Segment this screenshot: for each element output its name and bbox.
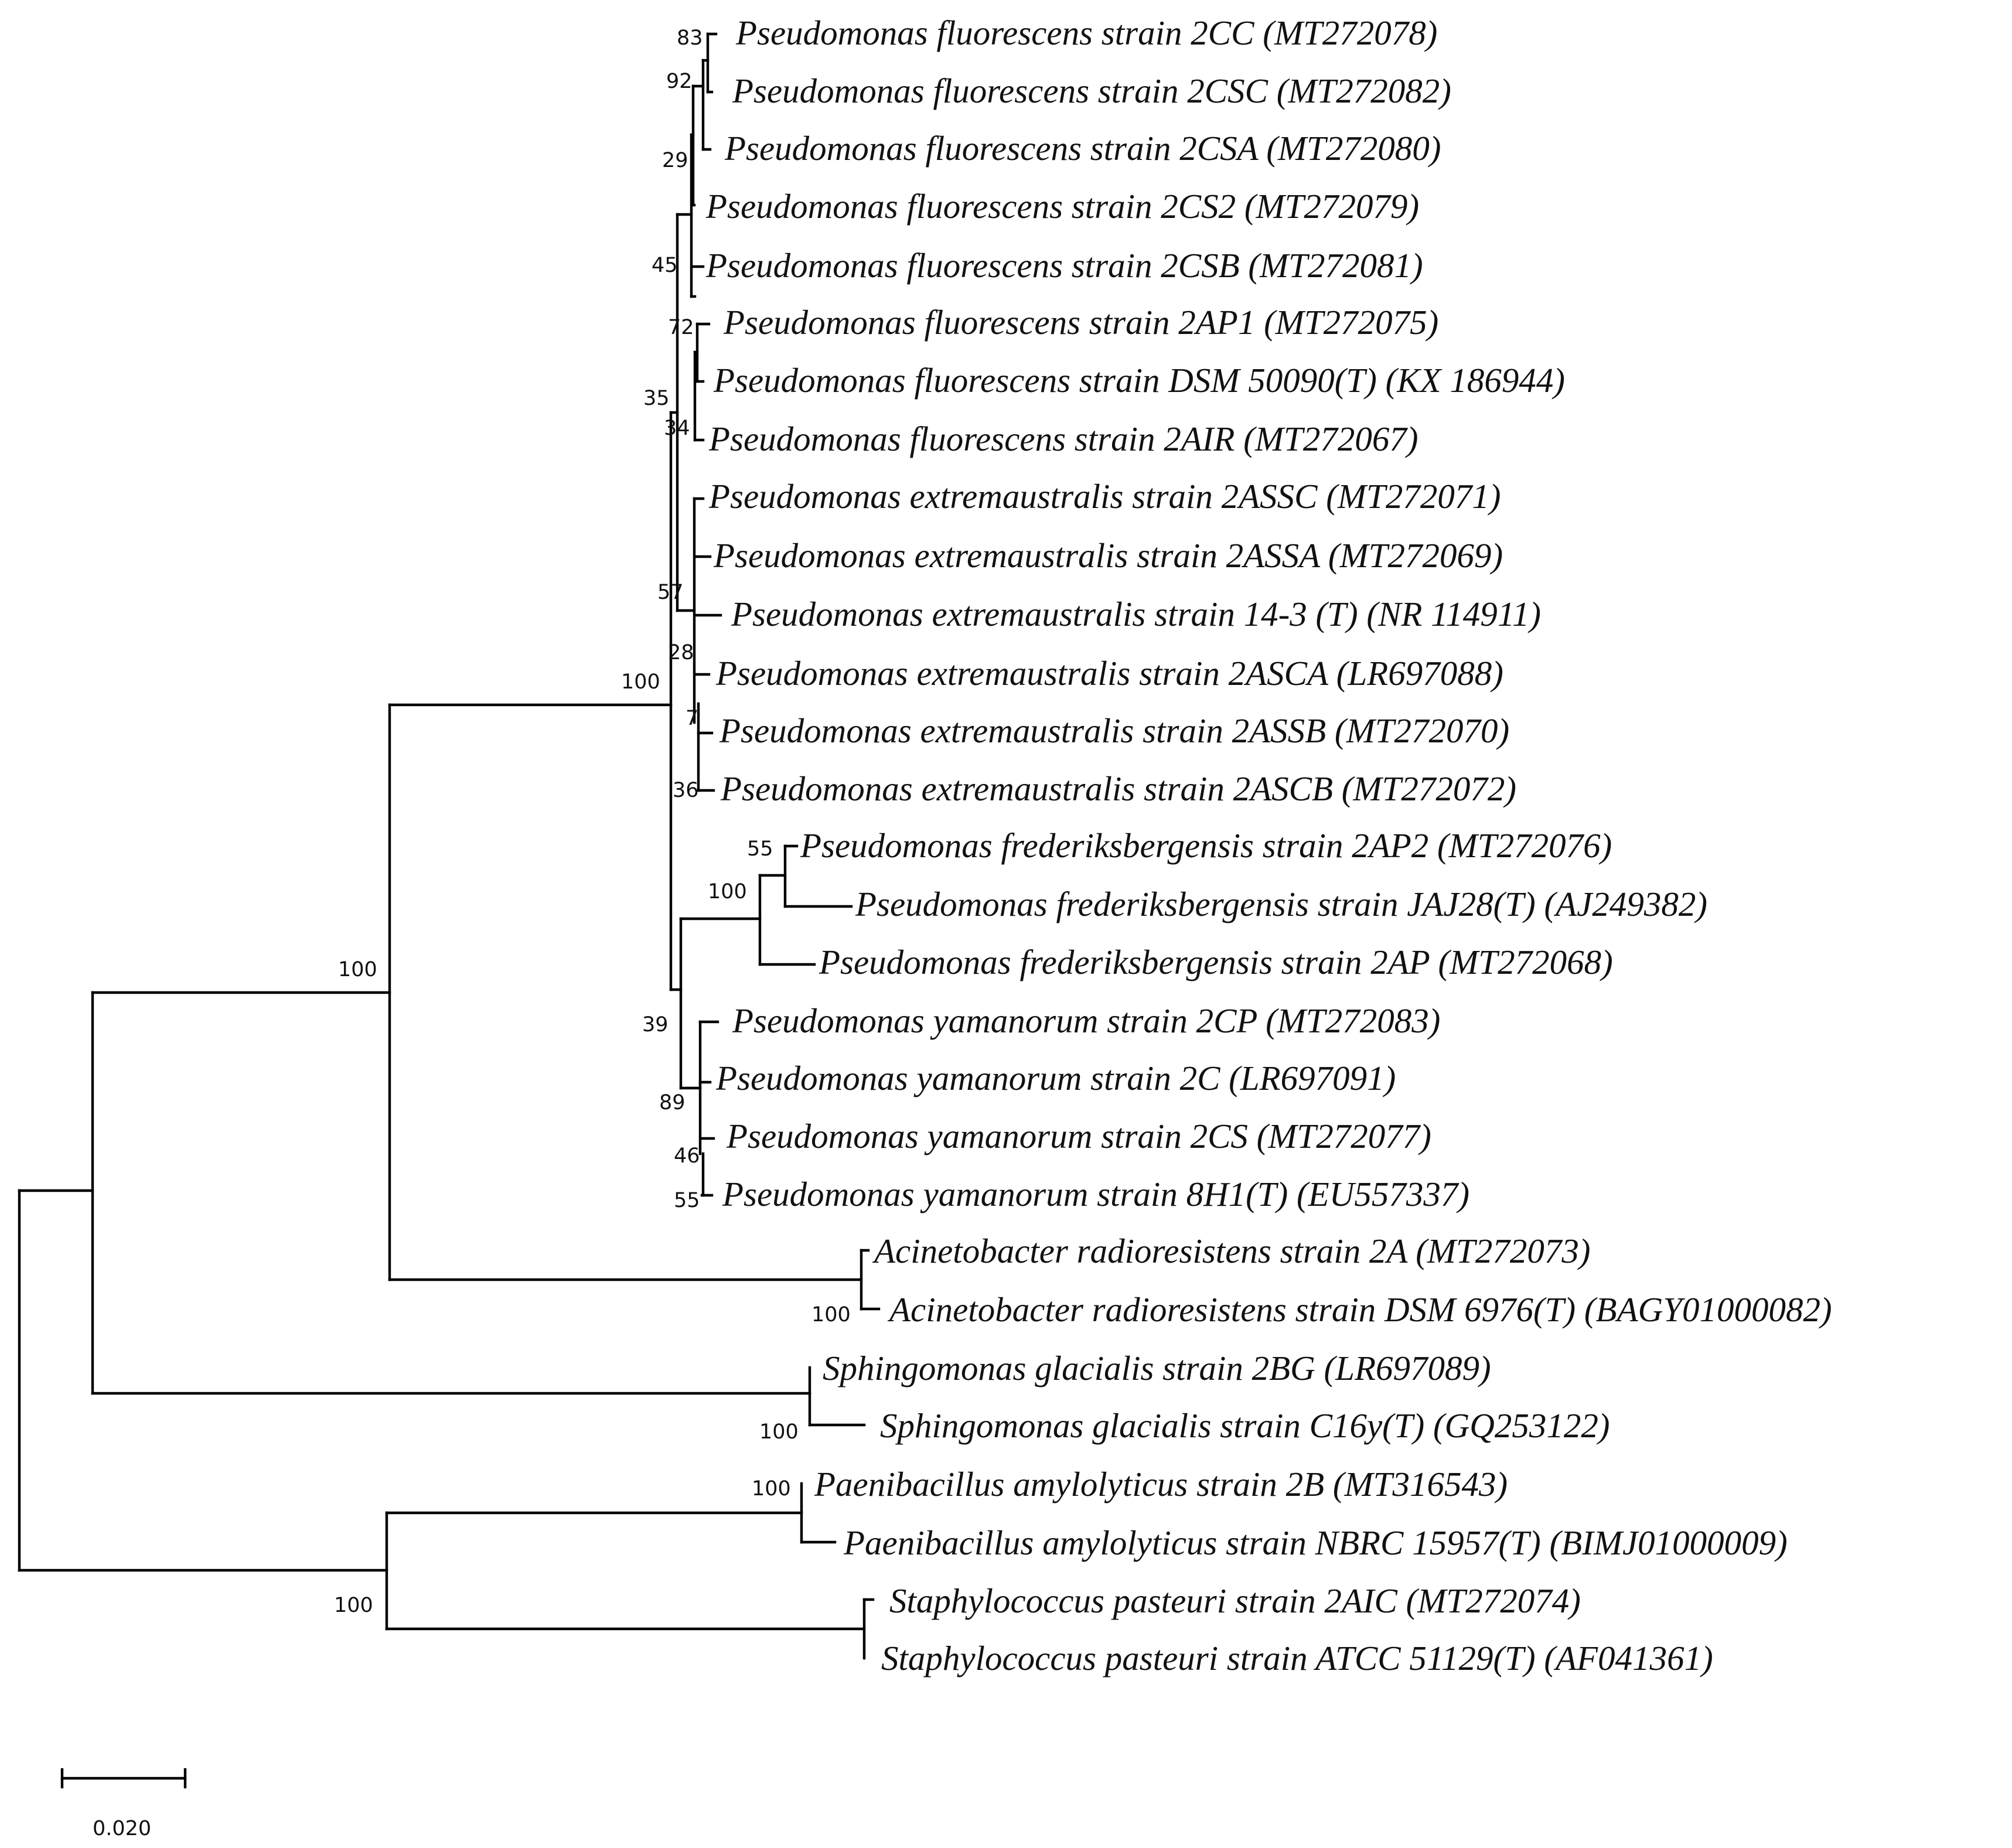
taxon-label: Pseudomonas fluorescens strain 2AIR (MT2… <box>708 420 1418 458</box>
taxon-label: Pseudomonas fluorescens strain 2CSB (MT2… <box>705 246 1423 285</box>
taxon-label: Pseudomonas fluorescens strain 2AP1 (MT2… <box>723 303 1438 342</box>
bootstrap-value: 39 <box>642 1013 669 1036</box>
taxon-label: Pseudomonas extremaustralis strain 2ASCB… <box>720 769 1516 808</box>
bootstrap-value: 100 <box>708 880 747 903</box>
bootstrap-value: 100 <box>621 670 660 694</box>
bootstrap-value: 57 <box>657 581 684 604</box>
taxon-label: Pseudomonas fluorescens strain 2CS2 (MT2… <box>705 187 1419 226</box>
tree-branches <box>18 32 881 1660</box>
taxon-label: Pseudomonas extremaustralis strain 14-3 … <box>731 595 1541 633</box>
taxon-label: Pseudomonas fluorescens strain 2CC (MT27… <box>735 13 1437 52</box>
taxon-label: Acinetobacter radioresistens strain DSM … <box>887 1290 1832 1329</box>
bootstrap-value: 36 <box>673 779 699 802</box>
taxon-label: Pseudomonas yamanorum strain 2C (LR69709… <box>715 1059 1396 1097</box>
taxon-label: Acinetobacter radioresistens strain 2A (… <box>872 1232 1591 1270</box>
taxon-label: Pseudomonas frederiksbergensis strain 2A… <box>800 826 1612 865</box>
bootstrap-value: 89 <box>659 1091 686 1114</box>
bootstrap-value: 29 <box>662 149 688 172</box>
taxon-label: Staphylococcus pasteuri strain ATCC 5112… <box>881 1639 1713 1677</box>
taxon-label: Pseudomonas yamanorum strain 8H1(T) (EU5… <box>722 1175 1469 1213</box>
bootstrap-value: 7 <box>686 707 698 730</box>
bootstrap-value: 34 <box>664 417 690 440</box>
taxon-label: Pseudomonas extremaustralis strain 2ASSB… <box>719 711 1509 750</box>
taxon-label: Pseudomonas yamanorum strain 2CP (MT2720… <box>732 1001 1440 1040</box>
taxon-label: Pseudomonas fluorescens strain 2CSC (MT2… <box>732 71 1451 110</box>
taxon-label: Sphingomonas glacialis strain C16y(T) (G… <box>880 1406 1610 1445</box>
bootstrap-value: 72 <box>668 316 694 339</box>
bootstrap-value: 46 <box>674 1144 700 1168</box>
taxon-label: Paenibacillus amylolyticus strain NBRC 1… <box>843 1523 1788 1562</box>
bootstrap-value: 28 <box>668 641 694 664</box>
taxon-label: Pseudomonas frederiksbergensis strain 2A… <box>819 943 1613 981</box>
bootstrap-value: 100 <box>338 958 377 981</box>
taxon-label: Pseudomonas yamanorum strain 2CS (MT2720… <box>726 1117 1431 1155</box>
taxon-label: Pseudomonas fluorescens strain 2CSA (MT2… <box>724 129 1441 168</box>
taxon-label: Pseudomonas extremaustralis strain 2ASCA… <box>715 654 1503 693</box>
bootstrap-value: 100 <box>759 1420 799 1444</box>
taxon-label: Staphylococcus pasteuri strain 2AIC (MT2… <box>889 1581 1581 1620</box>
taxon-label: Pseudomonas frederiksbergensis strain JA… <box>855 885 1707 923</box>
taxon-labels: Pseudomonas fluorescens strain 2CC (MT27… <box>705 13 1832 1677</box>
taxon-label: Pseudomonas extremaustralis strain 2ASSA… <box>713 536 1503 575</box>
scale-bar-label: 0.020 <box>93 1817 151 1840</box>
bootstrap-value: 35 <box>643 387 670 410</box>
bootstrap-value: 45 <box>652 254 678 277</box>
bootstrap-value: 55 <box>747 837 773 861</box>
bootstrap-value: 100 <box>334 1594 373 1617</box>
taxon-label: Pseudomonas extremaustralis strain 2ASSC… <box>708 477 1501 516</box>
bootstrap-value: 100 <box>752 1477 791 1501</box>
bootstrap-value: 83 <box>677 26 703 50</box>
scale-bar: 0.020 <box>60 1768 187 1840</box>
bootstrap-value: 92 <box>666 70 693 93</box>
bootstrap-value: 100 <box>811 1303 851 1327</box>
bootstrap-value: 55 <box>674 1189 700 1212</box>
taxon-label: Paenibacillus amylolyticus strain 2B (MT… <box>814 1465 1508 1503</box>
taxon-label: Pseudomonas fluorescens strain DSM 50090… <box>713 361 1565 400</box>
taxon-label: Sphingomonas glacialis strain 2BG (LR697… <box>823 1349 1491 1387</box>
bootstrap-values: 83 92 29 45 72 35 34 57 28 100 7 36 55 1… <box>334 26 851 1617</box>
